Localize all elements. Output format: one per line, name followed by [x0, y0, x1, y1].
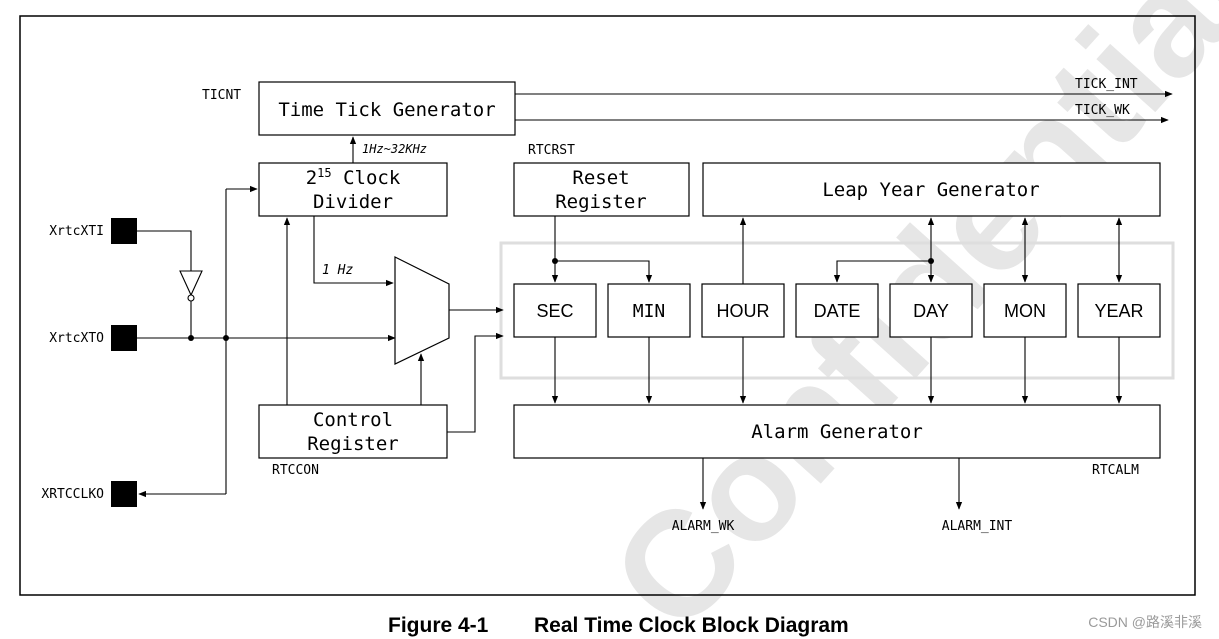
clock-divider-label-line2: Divider [313, 191, 393, 213]
counter-sec-label: SEC [536, 301, 573, 321]
alarm-generator-block: Alarm Generator [513, 404, 1161, 459]
counter-year-label: YEAR [1094, 301, 1143, 321]
counter-date: DATE [795, 283, 879, 338]
ticnt-label: TICNT [202, 88, 241, 103]
clock-divider-label-line1: 215 Clock [306, 166, 401, 189]
tick-int-label: TICK_INT [1075, 77, 1138, 92]
counter-year: YEAR [1077, 283, 1161, 338]
reset-register-label-line2: Register [555, 191, 647, 213]
counter-day: DAY [889, 283, 973, 338]
pin-xrtcxti: XrtcXTI [49, 218, 137, 244]
clock-divider-exponent: 15 [317, 166, 331, 180]
figure-title: Real Time Clock Block Diagram [534, 614, 849, 637]
pin-xrtcxto: XrtcXTO [49, 325, 137, 351]
tick-wk-label: TICK_WK [1075, 103, 1130, 118]
counter-min: MIN [607, 283, 691, 338]
pin-xrtcclko-label: XRTCCLKO [41, 487, 104, 502]
tick-frequency-label: 1Hz~32KHz [362, 142, 427, 156]
reset-register-block: Reset Register [513, 162, 690, 217]
junction-reset [552, 258, 558, 264]
one-hz-label: 1 Hz [322, 263, 353, 278]
alarm-int-label: ALARM_INT [942, 519, 1013, 534]
reset-to-min [555, 260, 653, 283]
inverter-symbol [137, 230, 203, 338]
clock-divider-rest: Clock [332, 167, 401, 189]
control-to-counters [447, 332, 504, 433]
pin-xrtcclko: XRTCCLKO [41, 481, 137, 507]
control-register-label-line1: Control [313, 409, 393, 431]
reset-register-label-line1: Reset [572, 167, 629, 189]
counter-day-label: DAY [913, 301, 949, 321]
rtcalm-label: RTCALM [1092, 463, 1139, 478]
counter-mon-label: MON [1004, 301, 1046, 321]
rtcrst-label: RTCRST [528, 143, 575, 158]
counter-hour-label: HOUR [717, 301, 770, 321]
control-register-block: Control Register [258, 404, 448, 459]
leap-year-generator-label: Leap Year Generator [822, 179, 1039, 201]
time-tick-generator-block: Time Tick Generator [258, 81, 516, 136]
junction-inverter [188, 335, 194, 341]
clock-mux [394, 256, 450, 365]
time-tick-generator-label: Time Tick Generator [278, 99, 495, 121]
alarm-wk-label: ALARM_WK [672, 519, 735, 534]
figure-number: Figure 4-1 [388, 614, 489, 637]
counter-sec: SEC [513, 283, 597, 338]
rtccon-label: RTCCON [272, 463, 319, 478]
leap-year-generator-block: Leap Year Generator [702, 162, 1161, 217]
counter-mon: MON [983, 283, 1067, 338]
alarm-generator-label: Alarm Generator [751, 421, 923, 443]
credit-watermark: CSDN @路溪非溪 [1088, 614, 1202, 630]
clock-divider-base: 2 [306, 167, 317, 189]
pin-xrtcxto-label: XrtcXTO [49, 331, 104, 346]
diagram-frame [19, 15, 1196, 596]
control-register-label-line2: Register [307, 433, 399, 455]
counter-hour: HOUR [701, 283, 785, 338]
junction-day [928, 258, 934, 264]
counter-min-label: MIN [633, 301, 666, 322]
day-to-date [833, 260, 931, 283]
counter-date-label: DATE [814, 301, 861, 321]
pin-xrtcxti-label: XrtcXTI [49, 224, 104, 239]
clock-divider-block: 215 Clock Divider [258, 162, 448, 217]
one-hz-path [313, 216, 394, 287]
